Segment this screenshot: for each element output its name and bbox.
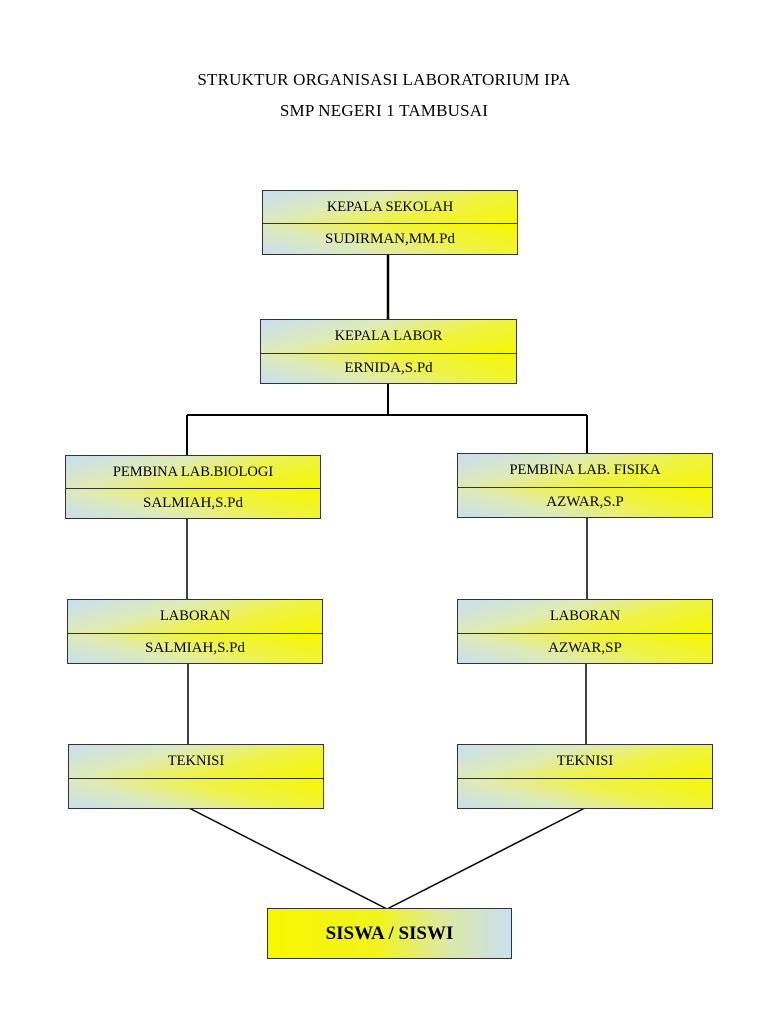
node-person-name: AZWAR,S.P	[458, 487, 712, 517]
node-person-name	[69, 778, 323, 808]
node-pembina-fisika: PEMBINA LAB. FISIKA AZWAR,S.P	[457, 453, 713, 518]
node-siswa: SISWA / SISWI	[267, 908, 512, 959]
connector-teknisi-fisika-siswa	[386, 807, 586, 910]
node-kepala-labor: KEPALA LABOR ERNIDA,S.Pd	[260, 319, 517, 384]
node-role-label: TEKNISI	[458, 745, 712, 778]
node-pembina-biologi: PEMBINA LAB.BIOLOGI SALMIAH,S.Pd	[65, 455, 321, 519]
node-role-label: LABORAN	[68, 600, 322, 633]
connector-teknisi-biologi-siswa	[188, 807, 388, 910]
node-role-label: KEPALA LABOR	[261, 320, 516, 353]
chart-title: STRUKTUR ORGANISASI LABORATORIUM IPA	[197, 70, 571, 89]
node-laboran-biologi: LABORAN SALMIAH,S.Pd	[67, 599, 323, 664]
chart-subtitle: SMP NEGERI 1 TAMBUSAI	[279, 101, 489, 120]
node-laboran-fisika: LABORAN AZWAR,SP	[457, 599, 713, 664]
node-person-name: ERNIDA,S.Pd	[261, 353, 516, 383]
node-person-name: SALMIAH,S.Pd	[66, 488, 320, 518]
node-teknisi-fisika: TEKNISI	[457, 744, 713, 809]
node-role-label: LABORAN	[458, 600, 712, 633]
node-person-name: SUDIRMAN,MM.Pd	[263, 223, 517, 254]
node-role-label: KEPALA SEKOLAH	[263, 191, 517, 223]
node-person-name: SALMIAH,S.Pd	[68, 633, 322, 663]
node-person-name: AZWAR,SP	[458, 633, 712, 663]
node-role-label: TEKNISI	[69, 745, 323, 778]
node-person-name	[458, 778, 712, 808]
node-role-label: PEMBINA LAB.BIOLOGI	[66, 456, 320, 488]
node-teknisi-biologi: TEKNISI	[68, 744, 324, 809]
node-kepala-sekolah: KEPALA SEKOLAH SUDIRMAN,MM.Pd	[262, 190, 518, 255]
node-role-label: PEMBINA LAB. FISIKA	[458, 454, 712, 487]
